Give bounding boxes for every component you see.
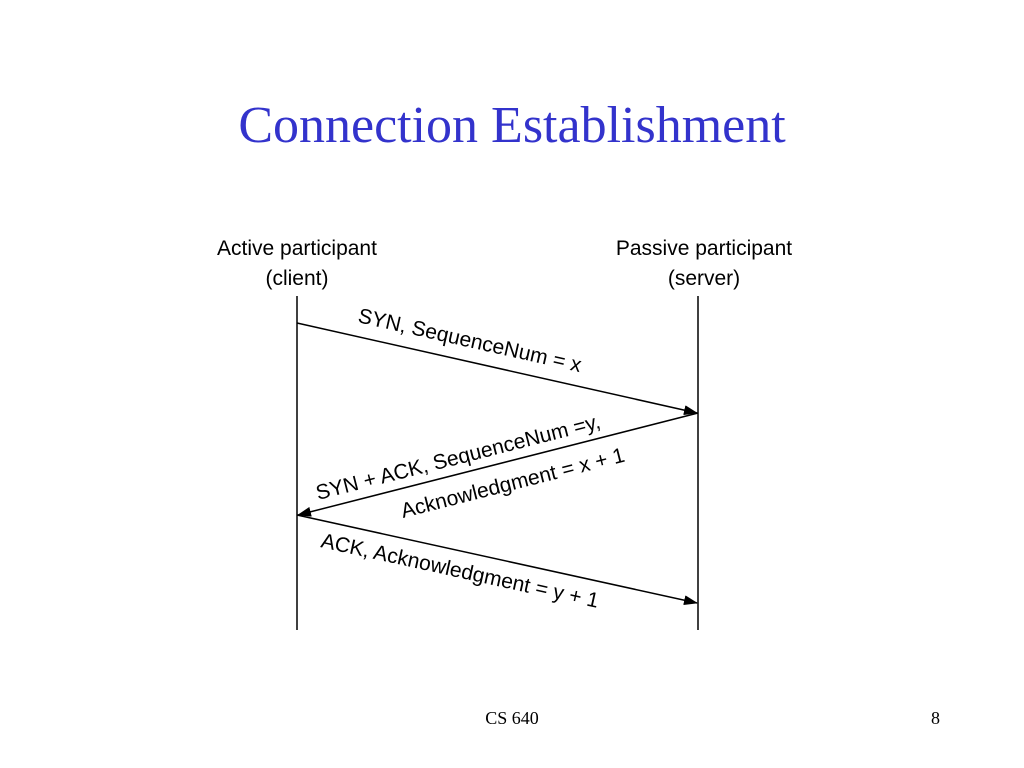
syn-message-label: SYN, SequenceNum = x	[356, 304, 584, 377]
page-number: 8	[931, 708, 940, 728]
slide-title: Connection Establishment	[238, 97, 786, 154]
syn-arrow	[296, 322, 698, 416]
ack-message-label: ACK, Acknowledgment = y + 1	[319, 529, 601, 612]
server-label-line1: Passive participant	[616, 237, 792, 260]
ack-arrow	[296, 514, 698, 606]
syn-ack-arrow	[297, 412, 699, 517]
client-label-line1: Active participant	[217, 237, 377, 260]
footer-course-label: CS 640	[485, 708, 539, 728]
client-label-line2: (client)	[265, 267, 328, 290]
server-label-line2: (server)	[668, 267, 740, 290]
